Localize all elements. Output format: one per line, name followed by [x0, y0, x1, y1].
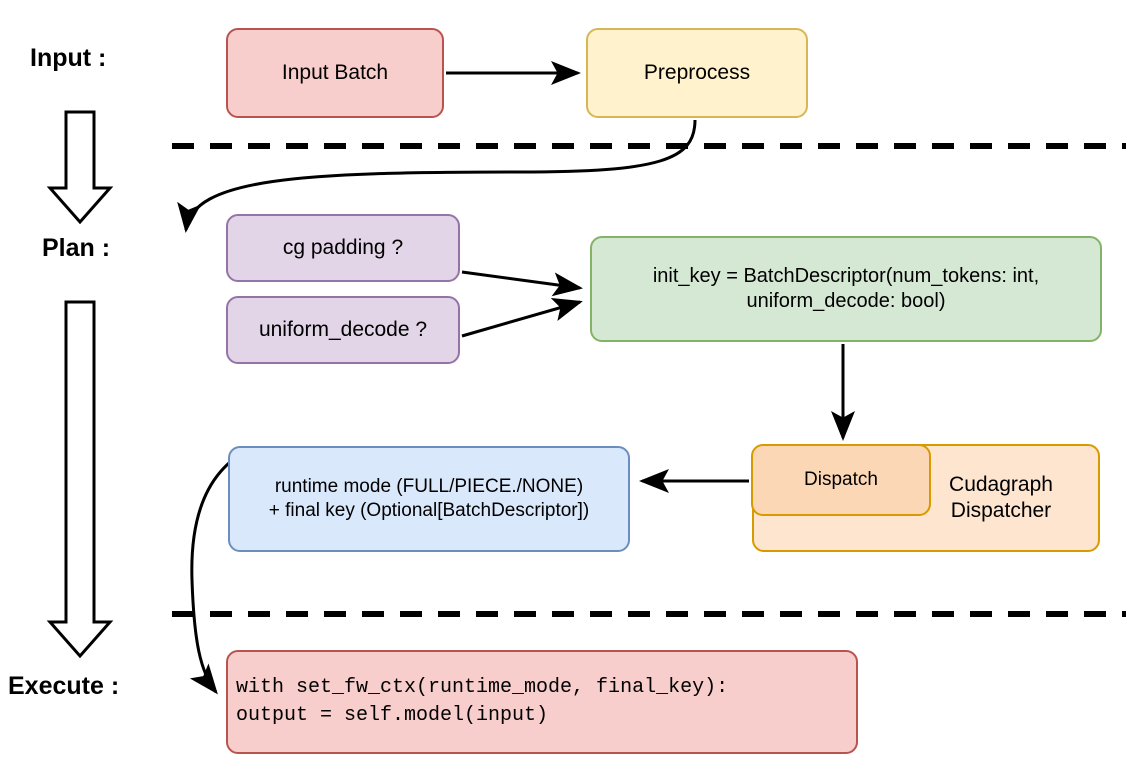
node-cudagraph-dispatcher-label: Cudagraph Dispatcher — [949, 472, 1053, 522]
uniform-decode-to-init-key-arrow — [461, 297, 583, 338]
node-exec-code[interactable]: with set_fw_ctx(runtime_mode, final_key)… — [226, 650, 858, 754]
node-dispatch[interactable]: Dispatch — [751, 444, 931, 516]
node-uniform-decode[interactable]: uniform_decode ? — [226, 296, 460, 364]
plan-to-execute-stage-arrow — [46, 300, 114, 659]
stage-label-input: Input : — [30, 44, 107, 72]
node-uniform-decode-label: uniform_decode ? — [258, 317, 428, 341]
node-runtime-mode-label: runtime mode (FULL/PIECE./NONE) + final … — [268, 476, 590, 521]
stage-label-execute: Execute : — [8, 672, 120, 700]
runtime-mode-to-exec-code-arrow — [189, 446, 253, 695]
node-cg-padding[interactable]: cg padding ? — [226, 214, 460, 282]
node-exec-code-label: with set_fw_ctx(runtime_mode, final_key)… — [236, 676, 729, 727]
preprocess-to-cg-padding-arrow — [177, 119, 697, 233]
stage-label-plan: Plan : — [42, 234, 111, 262]
node-cg-padding-label: cg padding ? — [282, 235, 404, 259]
node-preprocess-label: Preprocess — [643, 60, 751, 84]
node-init-key-label: init_key = BatchDescriptor(num_tokens: i… — [652, 265, 1040, 312]
node-dispatch-label: Dispatch — [804, 469, 878, 491]
node-runtime-mode[interactable]: runtime mode (FULL/PIECE./NONE) + final … — [228, 446, 630, 552]
node-input-batch[interactable]: Input Batch — [226, 28, 444, 118]
node-input-batch-label: Input Batch — [281, 60, 389, 84]
node-preprocess[interactable]: Preprocess — [586, 28, 808, 118]
node-init-key[interactable]: init_key = BatchDescriptor(num_tokens: i… — [590, 236, 1102, 342]
cg-padding-to-init-key-arrow — [461, 270, 583, 297]
input-to-plan-stage-arrow — [46, 110, 114, 225]
